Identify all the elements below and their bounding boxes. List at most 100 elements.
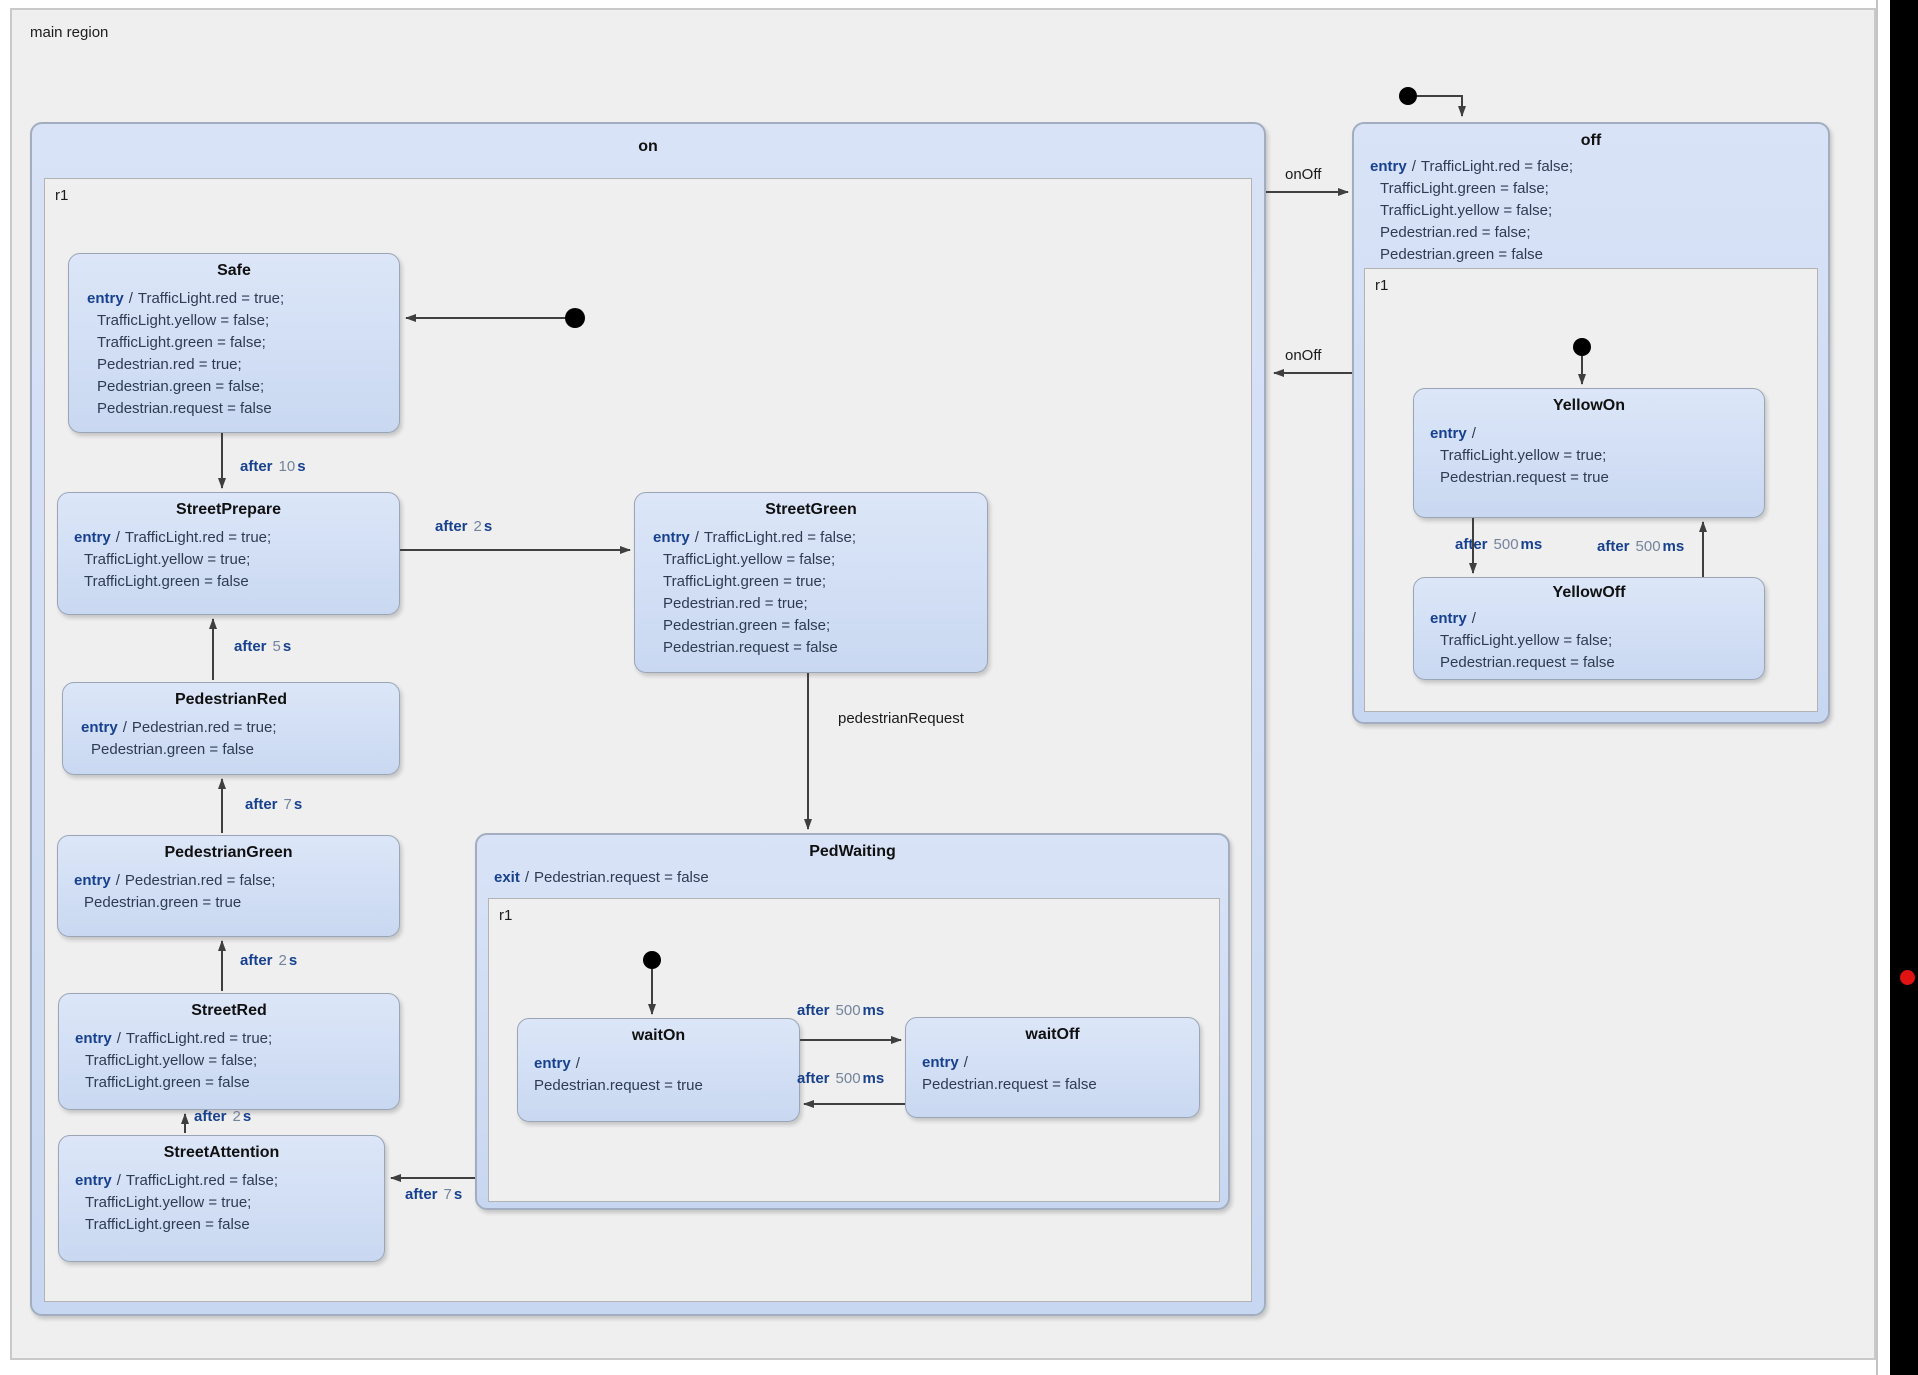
after-keyword: after <box>240 458 273 475</box>
after-unit: s <box>297 458 306 475</box>
action-separator: / <box>1471 425 1476 442</box>
action-statement: Pedestrian.green = false <box>91 741 255 758</box>
after-keyword: after <box>435 518 468 535</box>
state-yellow-off[interactable]: YellowOff entry/ TrafficLight.yellow = f… <box>1413 577 1765 680</box>
state-safe[interactable]: Safe entry/TrafficLight.red = true; Traf… <box>68 253 400 433</box>
transition-label-pedestrian-request[interactable]: pedestrianRequest <box>838 710 964 727</box>
entry-keyword: entry <box>1430 425 1467 442</box>
action-statement: Pedestrian.red = true; <box>97 356 242 373</box>
action-statement: TrafficLight.green = false; <box>97 334 266 351</box>
screen-bezel <box>1890 0 1918 1375</box>
state-title-safe: Safe <box>217 262 251 279</box>
state-title-ped-waiting: PedWaiting <box>809 843 896 860</box>
window-margin <box>1878 0 1890 1375</box>
entry-keyword: entry <box>1430 610 1467 627</box>
state-title-wait-on: waitOn <box>631 1027 686 1044</box>
action-statement: Pedestrian.request = true <box>534 1077 703 1094</box>
action-statement: TrafficLight.red = false; <box>125 1172 279 1189</box>
state-title-off: off <box>1580 132 1602 149</box>
action-statement: Pedestrian.request = false <box>663 639 838 656</box>
state-yellow-on[interactable]: YellowOn entry/ TrafficLight.yellow = tr… <box>1413 388 1765 518</box>
entry-keyword: entry <box>81 719 118 736</box>
action-separator: / <box>524 869 530 886</box>
entry-keyword: entry <box>653 529 690 546</box>
action-separator: / <box>115 872 120 889</box>
entry-action-line: entry/TrafficLight.red = true; <box>87 290 284 307</box>
entry-action-line: entry/TrafficLight.red = false; <box>75 1172 278 1189</box>
action-statement: TrafficLight.red = false; <box>1420 158 1574 175</box>
entry-keyword: entry <box>74 529 111 546</box>
action-statement: TrafficLight.green = false <box>85 1216 250 1233</box>
after-unit: s <box>242 1108 252 1125</box>
action-separator: / <box>1471 610 1476 627</box>
action-statement: TrafficLight.red = true; <box>137 290 285 307</box>
action-statement: TrafficLight.yellow = true; <box>85 1194 252 1211</box>
entry-keyword: entry <box>75 1172 112 1189</box>
after-number: 7 <box>443 1186 452 1203</box>
entry-keyword: entry <box>75 1030 112 1047</box>
after-unit: s <box>453 1186 463 1203</box>
state-wait-on[interactable]: waitOn entry/ Pedestrian.request = true <box>517 1018 800 1122</box>
after-number: 500 <box>835 1002 861 1019</box>
after-number: 2 <box>232 1108 241 1125</box>
entry-keyword: entry <box>922 1054 959 1071</box>
action-statement: TrafficLight.green = true; <box>663 573 827 590</box>
action-statement: TrafficLight.yellow = false; <box>1440 632 1613 649</box>
action-separator: / <box>1411 158 1416 175</box>
action-separator: / <box>116 1030 121 1047</box>
action-separator: / <box>963 1054 968 1071</box>
action-statement: TrafficLight.green = false <box>85 1074 250 1091</box>
entry-action-line: entry/TrafficLight.red = true; <box>75 1030 272 1047</box>
state-street-prepare[interactable]: StreetPrepare entry/TrafficLight.red = t… <box>57 492 400 615</box>
action-statement: TrafficLight.green = false; <box>1380 180 1549 197</box>
state-street-red[interactable]: StreetRed entry/TrafficLight.red = true;… <box>58 993 400 1110</box>
action-statement: TrafficLight.yellow = false; <box>1380 202 1553 219</box>
transition-label-onoff-top[interactable]: onOff <box>1285 166 1322 183</box>
state-title-wait-off: waitOff <box>1025 1026 1080 1043</box>
after-number: 500 <box>1635 538 1661 555</box>
action-statement: TrafficLight.red = true; <box>125 1030 273 1047</box>
action-separator: / <box>128 290 133 307</box>
state-street-green[interactable]: StreetGreen entry/TrafficLight.red = fal… <box>634 492 988 673</box>
action-statement: TrafficLight.yellow = false; <box>85 1052 258 1069</box>
state-title-on: on <box>638 138 658 155</box>
entry-action-line: entry/TrafficLight.red = false; <box>1370 158 1573 175</box>
entry-action-line: entry/ <box>1430 610 1481 627</box>
state-pedestrian-red[interactable]: PedestrianRed entry/Pedestrian.red = tru… <box>62 682 400 775</box>
after-number: 2 <box>473 518 482 535</box>
after-number: 5 <box>272 638 281 655</box>
state-street-attention[interactable]: StreetAttention entry/TrafficLight.red =… <box>58 1135 385 1262</box>
state-pedestrian-green[interactable]: PedestrianGreen entry/Pedestrian.red = f… <box>57 835 400 937</box>
action-statement: Pedestrian.request = false <box>97 400 272 417</box>
after-unit: s <box>288 952 298 969</box>
action-statement: Pedestrian.request = false <box>1440 654 1615 671</box>
after-number: 7 <box>283 796 292 813</box>
after-keyword: after <box>797 1002 830 1019</box>
transition-label-onoff-bottom[interactable]: onOff <box>1285 347 1322 364</box>
entry-keyword: entry <box>87 290 124 307</box>
recording-indicator-dot <box>1900 970 1915 985</box>
entry-keyword: entry <box>534 1055 571 1072</box>
action-statement: Pedestrian.request = false <box>534 869 709 886</box>
action-statement: TrafficLight.yellow = true; <box>1440 447 1607 464</box>
after-unit: ms <box>1662 538 1685 555</box>
after-unit: ms <box>862 1070 885 1087</box>
window-border <box>1876 0 1878 1375</box>
after-unit: s <box>483 518 493 535</box>
action-statement: Pedestrian.green = false <box>1380 246 1544 263</box>
state-title-yellow-on: YellowOn <box>1552 397 1625 414</box>
state-title-street-prepare: StreetPrepare <box>176 501 281 518</box>
state-wait-off[interactable]: waitOff entry/ Pedestrian.request = fals… <box>905 1017 1200 1118</box>
state-title-pedestrian-red: PedestrianRed <box>174 691 288 708</box>
